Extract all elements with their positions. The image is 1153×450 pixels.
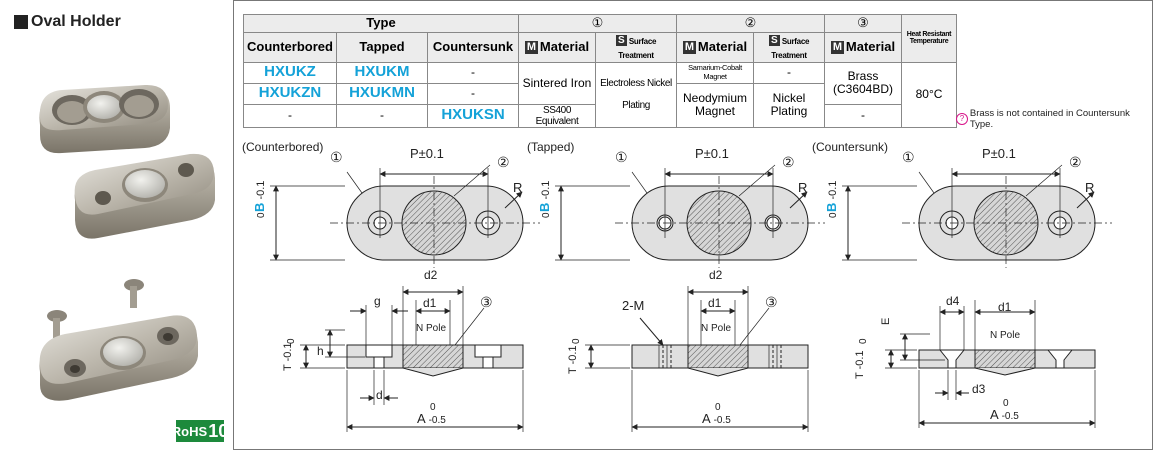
part-code-link[interactable]: HXUKZ [243, 61, 337, 84]
callout-1: ① [902, 149, 915, 165]
b-dim: B -0.1 [537, 180, 552, 212]
t-tol-upper: 0 [286, 338, 297, 344]
label-countersunk: (Countersunk) [812, 140, 889, 154]
a-dim: A -0.5 [417, 411, 446, 426]
countersunk-side-view [885, 300, 1096, 428]
d1-label: d1 [998, 300, 1012, 314]
type-group-header: Type [243, 14, 519, 33]
g-label: g [374, 294, 381, 308]
part-code-link[interactable]: HXUKSN [427, 103, 519, 128]
heat-value: 80°C [901, 61, 957, 128]
a-tol-upper: 0 [715, 402, 721, 413]
a-dim: A -0.5 [702, 411, 731, 426]
callout-3: ③ [765, 294, 778, 310]
t-tol-upper: 0 [571, 338, 582, 344]
label-counterbored: (Counterbored) [242, 140, 324, 154]
b-dim: B -0.1 [252, 180, 267, 212]
t-tol-upper: 0 [858, 338, 869, 344]
pitch-label: P±0.1 [410, 146, 444, 161]
m-badge-icon: M [830, 41, 844, 55]
product-photo [39, 84, 216, 401]
t-dim: T -0.1 [567, 345, 579, 374]
material-3-value: Brass(C3604BD) [824, 61, 902, 105]
callout-1: ① [615, 149, 628, 165]
label-tapped: (Tapped) [527, 140, 575, 154]
group-2-header: ② [676, 14, 825, 33]
callout-2: ② [782, 154, 795, 170]
info-icon: ? [956, 113, 968, 125]
h-label: h [317, 344, 324, 358]
a-tol-upper: 0 [430, 402, 436, 413]
pitch-label: P±0.1 [982, 146, 1016, 161]
t-dim: T -0.1 [282, 342, 294, 371]
n-pole-label: N Pole [701, 323, 732, 334]
d4-label: d4 [946, 294, 960, 308]
group-3-header: ③ [824, 14, 902, 33]
m-badge-icon: M [682, 41, 696, 55]
callout-1: ① [330, 149, 343, 165]
callout-2: ② [1069, 154, 1082, 170]
a-dim: A -0.5 [990, 407, 1019, 422]
s-badge-icon: S [615, 35, 627, 47]
material-1-value: Sintered Iron [518, 61, 596, 105]
b-tol-upper: 0 [828, 212, 839, 218]
r-label: R [798, 180, 808, 195]
table-cell: - [336, 103, 428, 128]
pitch-label: P±0.1 [695, 146, 729, 161]
callout-3: ③ [480, 294, 493, 310]
b-dim: B -0.1 [824, 180, 839, 212]
callout-2: ② [497, 154, 510, 170]
col-countersunk: Countersunk [427, 32, 519, 63]
counterbored-top-view [270, 164, 540, 268]
product-panel: Oval Holder [0, 0, 234, 450]
s-badge-icon: S [768, 35, 780, 47]
material-3-bottom: - [824, 103, 902, 128]
material-1-bottom: SS400 Equivalent [518, 103, 596, 128]
d2-label: d2 [709, 268, 723, 282]
two-m-label: 2-M [622, 298, 645, 313]
product-title: Oval Holder [14, 13, 121, 31]
countersunk-top-view [842, 164, 1112, 268]
d1-label: d1 [708, 296, 722, 310]
r-label: R [1085, 180, 1095, 195]
m-badge-icon: M [524, 41, 538, 55]
col-counterbored: Counterbored [243, 32, 337, 63]
t-dim: T -0.1 [854, 350, 866, 379]
d-label: d [376, 388, 383, 402]
e-label: E [880, 317, 892, 325]
d3-label: d3 [972, 382, 986, 396]
d1-label: d1 [423, 296, 437, 310]
counterbored-side-view [300, 286, 524, 432]
d2-label: d2 [424, 268, 438, 282]
tapped-side-view [585, 286, 809, 432]
tapped-top-view [555, 164, 825, 268]
group-1-header: ① [518, 14, 677, 33]
a-tol-upper: 0 [1003, 398, 1009, 409]
note: ? Brass is not contained in Countersunk … [956, 108, 1153, 130]
b-tol-upper: 0 [256, 212, 267, 218]
r-label: R [513, 180, 523, 195]
n-pole-label: N Pole [416, 323, 447, 334]
n-pole-label: N Pole [990, 330, 1021, 341]
b-tol-upper: 0 [541, 212, 552, 218]
surface-2-value: Nickel Plating [753, 82, 825, 128]
title-square-icon [14, 15, 28, 29]
